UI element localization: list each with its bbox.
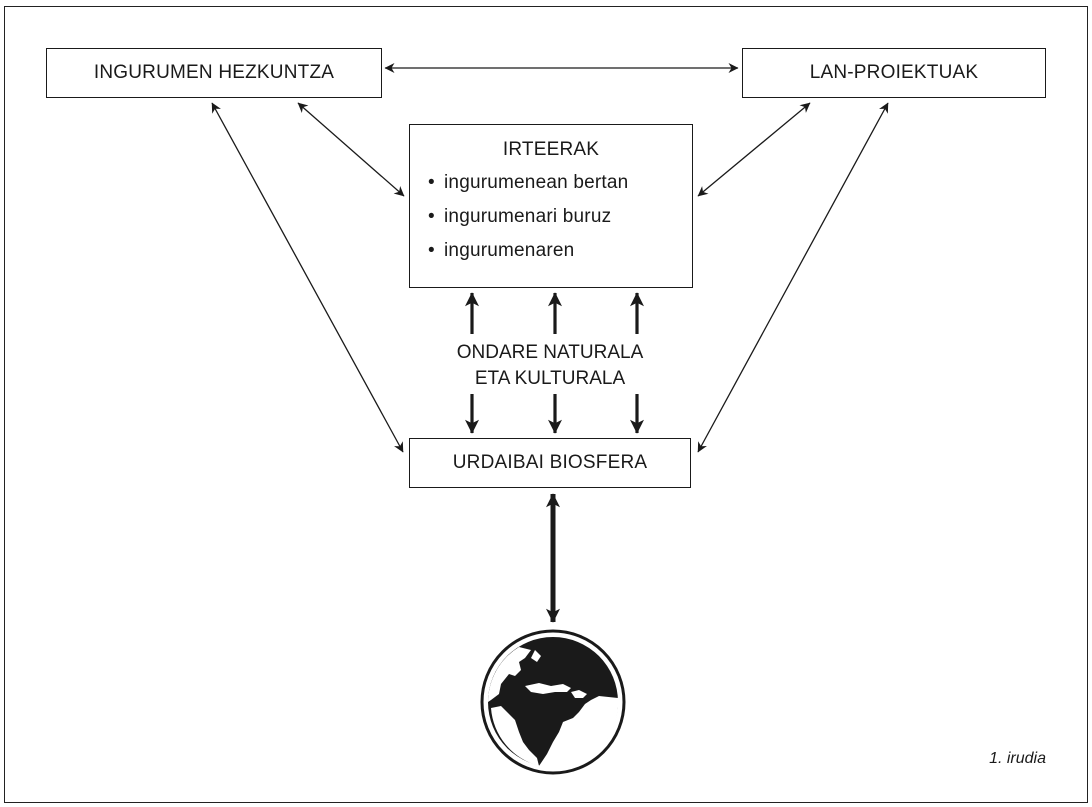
node-lan-proiektuak: LAN-PROIEKTUAK: [742, 48, 1046, 98]
irteerak-item: ingurumenari buruz: [428, 205, 692, 239]
irteerak-title: IRTEERAK: [502, 139, 600, 160]
node-lan-proiektuak-label: LAN-PROIEKTUAK: [809, 62, 979, 83]
arrow-ih-urdaibai: [211, 102, 404, 453]
arrow-lan-urdaibai: [697, 102, 889, 453]
node-urdaibai-biosfera: URDAIBAI BIOSFERA: [409, 438, 691, 488]
irteerak-item: ingurumenean bertan: [428, 171, 692, 205]
earth-globe-icon: [480, 629, 626, 775]
node-ingurumen-hezkuntza: INGURUMEN HEZKUNTZA: [46, 48, 382, 98]
irteerak-list: ingurumenean bertan ingurumenari buruz i…: [410, 171, 692, 273]
arrow-lan-irteerak: [697, 102, 811, 197]
ondare-label-line-2: ETA KULTURALA: [474, 368, 626, 389]
node-ingurumen-hezkuntza-label: INGURUMEN HEZKUNTZA: [93, 62, 335, 83]
figure-caption: 1. irudia: [989, 750, 1046, 767]
irteerak-item: ingurumenaren: [428, 239, 692, 273]
node-urdaibai-biosfera-label: URDAIBAI BIOSFERA: [452, 452, 648, 473]
ondare-label-line-1: ONDARE NATURALA: [456, 342, 644, 363]
node-irteerak: IRTEERAK ingurumenean bertan ingurumenar…: [409, 124, 693, 288]
arrow-ih-irteerak: [297, 102, 405, 197]
